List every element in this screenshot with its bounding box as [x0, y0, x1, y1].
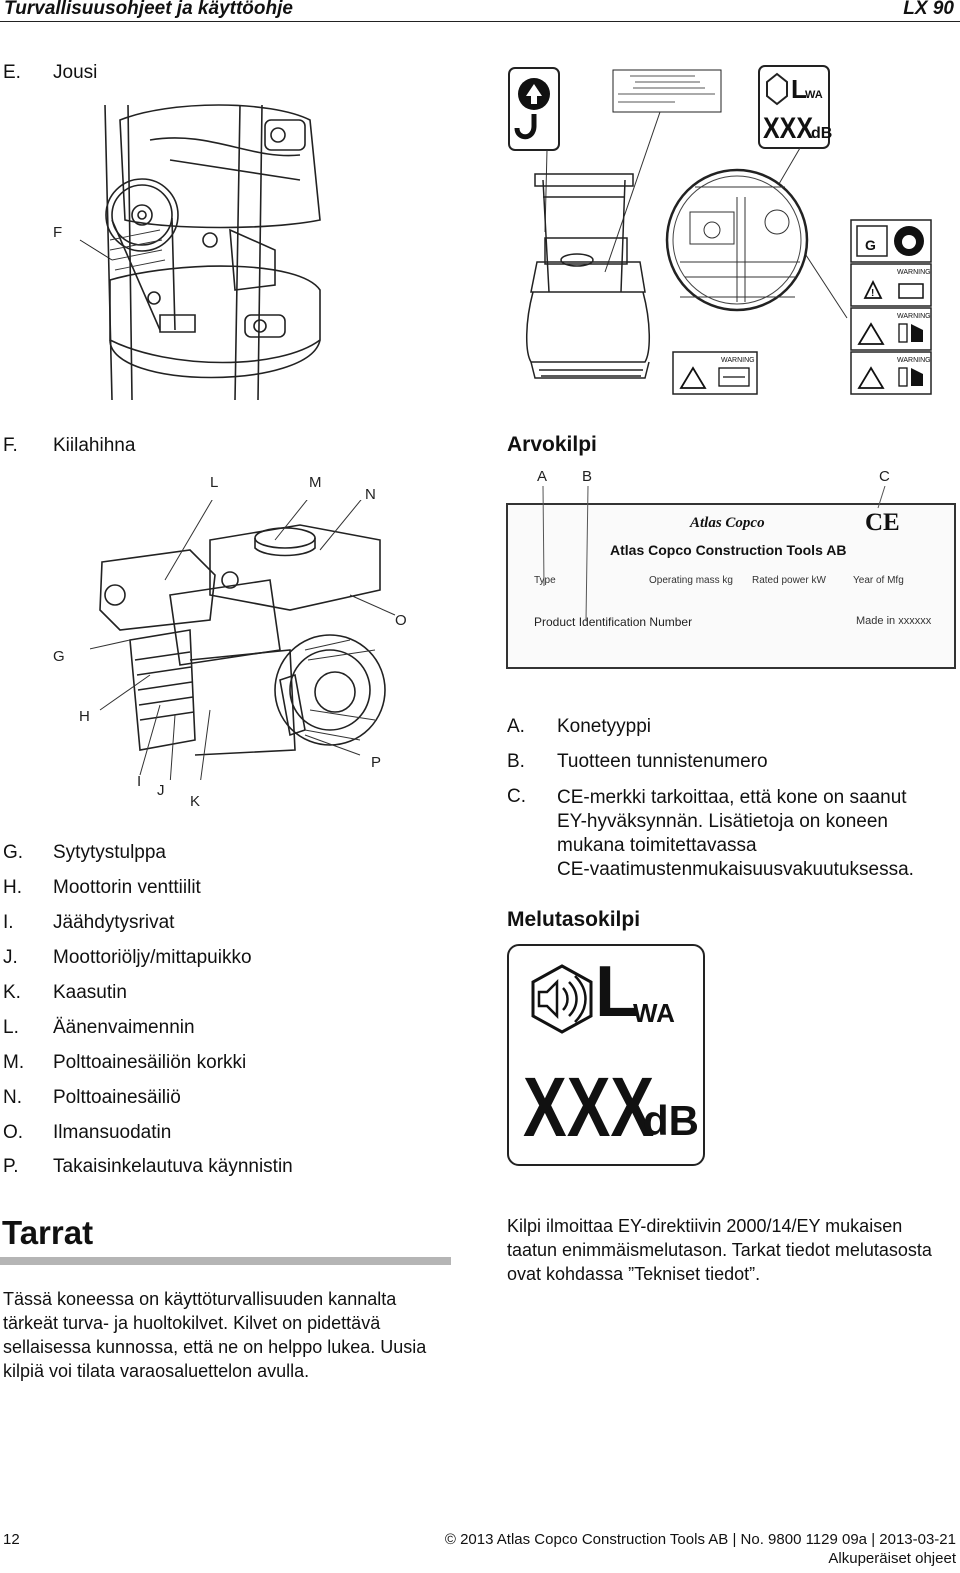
speaker-icon	[531, 964, 593, 1034]
list-item-n: N.Polttoainesäiliö	[3, 1087, 181, 1108]
plate-field-type: Type	[534, 575, 556, 586]
page-number: 12	[3, 1531, 20, 1548]
plate-leader-lines	[542, 486, 886, 622]
list-item-i: I.Jäähdytysrivat	[3, 912, 175, 933]
noise-plate-text: Kilpi ilmoittaa EY-direktiivin 2000/14/E…	[507, 1216, 932, 1284]
list-item-h: H.Moottorin venttiilit	[3, 877, 201, 898]
plate-brand: Atlas Copco	[690, 515, 765, 531]
callout-c: C	[879, 468, 890, 485]
spring-belt-illustration	[79, 104, 321, 400]
plate-company: Atlas Copco Construction Tools AB	[610, 542, 847, 558]
engine-illustration	[90, 500, 396, 780]
callout-g: G	[53, 648, 65, 665]
svg-text:WARNING: WARNING	[897, 269, 931, 276]
callout-a: A	[537, 468, 548, 485]
callout-f: F	[53, 224, 63, 241]
list-item-p: P.Takaisinkelautuva käynnistin	[3, 1156, 293, 1177]
svg-text:L: L	[791, 74, 807, 104]
noise-db-unit: dB	[643, 1097, 699, 1144]
list-item-j: J.Moottoriöljy/mittapuikko	[3, 947, 252, 968]
svg-text:XXX: XXX	[763, 112, 813, 145]
list-item-a: A.Konetyyppi	[507, 716, 652, 737]
ce-mark: CE	[865, 509, 900, 536]
decals-illustration: L WA XXX dB G WARNING ! WARNING	[508, 65, 932, 395]
list-item-g: G.Sytytystulppa	[3, 842, 166, 863]
list-item-b: B.Tuotteen tunnistenumero	[507, 751, 768, 772]
callout-m: M	[309, 474, 322, 491]
document-title: Turvallisuusohjeet ja käyttöohje	[4, 0, 293, 19]
tarrat-heading: Tarrat	[2, 1214, 94, 1251]
plate-field-year: Year of Mfg	[853, 575, 904, 586]
arvokilpi-heading: Arvokilpi	[507, 433, 597, 456]
list-item-e: E. Jousi	[3, 62, 98, 83]
list-item-o: O.Ilmansuodatin	[3, 1122, 172, 1143]
noise-wa-letters: WA	[633, 998, 675, 1028]
plate-field-mass: Operating mass kg	[649, 575, 733, 586]
noise-xxx-value: XXX	[523, 1060, 655, 1154]
callout-h: H	[79, 708, 90, 725]
tarrat-text: Tässä koneessa on käyttöturvallisuuden k…	[3, 1289, 427, 1381]
callout-j: J	[157, 782, 165, 799]
header-rule	[0, 21, 960, 22]
list-item-c: C. CE-merkki tarkoittaa, että kone on sa…	[507, 786, 914, 880]
melutasokilpi-heading: Melutasokilpi	[507, 908, 641, 931]
noise-level-plate: L WA XXX dB	[507, 944, 705, 1166]
noise-l-letter: L	[595, 952, 639, 1032]
callout-i: I	[137, 773, 142, 790]
svg-text:WARNING: WARNING	[897, 313, 931, 320]
callout-k: K	[190, 793, 201, 810]
rating-plate: Atlas Copco Atlas Copco Construction Too…	[506, 503, 956, 669]
callout-o: O	[395, 612, 407, 629]
list-item-l: L.Äänenvaimennin	[3, 1017, 195, 1038]
footer-note: Alkuperäiset ohjeet	[828, 1550, 956, 1567]
list-item-m: M.Polttoainesäiliön korkki	[3, 1052, 247, 1073]
svg-text:WARNING: WARNING	[721, 357, 755, 364]
callout-b: B	[582, 468, 593, 485]
heading-underline-bar	[0, 1257, 451, 1265]
callout-l: L	[210, 474, 219, 491]
callout-n: N	[365, 486, 376, 503]
list-item-f: F. Kiilahihna	[3, 435, 136, 456]
svg-text:WA: WA	[805, 89, 823, 101]
model-name: LX 90	[903, 0, 954, 19]
list-item-k: K.Kaasutin	[3, 982, 127, 1003]
plate-pin-label: Product Identification Number	[534, 615, 693, 629]
plate-made-in: Made in xxxxxx	[856, 615, 932, 627]
svg-text:G: G	[865, 237, 876, 253]
callout-p: P	[371, 754, 382, 771]
svg-text:!: !	[871, 288, 874, 299]
plate-field-power: Rated power kW	[752, 575, 826, 586]
footer-copyright: © 2013 Atlas Copco Construction Tools AB…	[444, 1531, 956, 1548]
svg-text:dB: dB	[811, 125, 832, 142]
svg-text:WARNING: WARNING	[897, 357, 931, 364]
